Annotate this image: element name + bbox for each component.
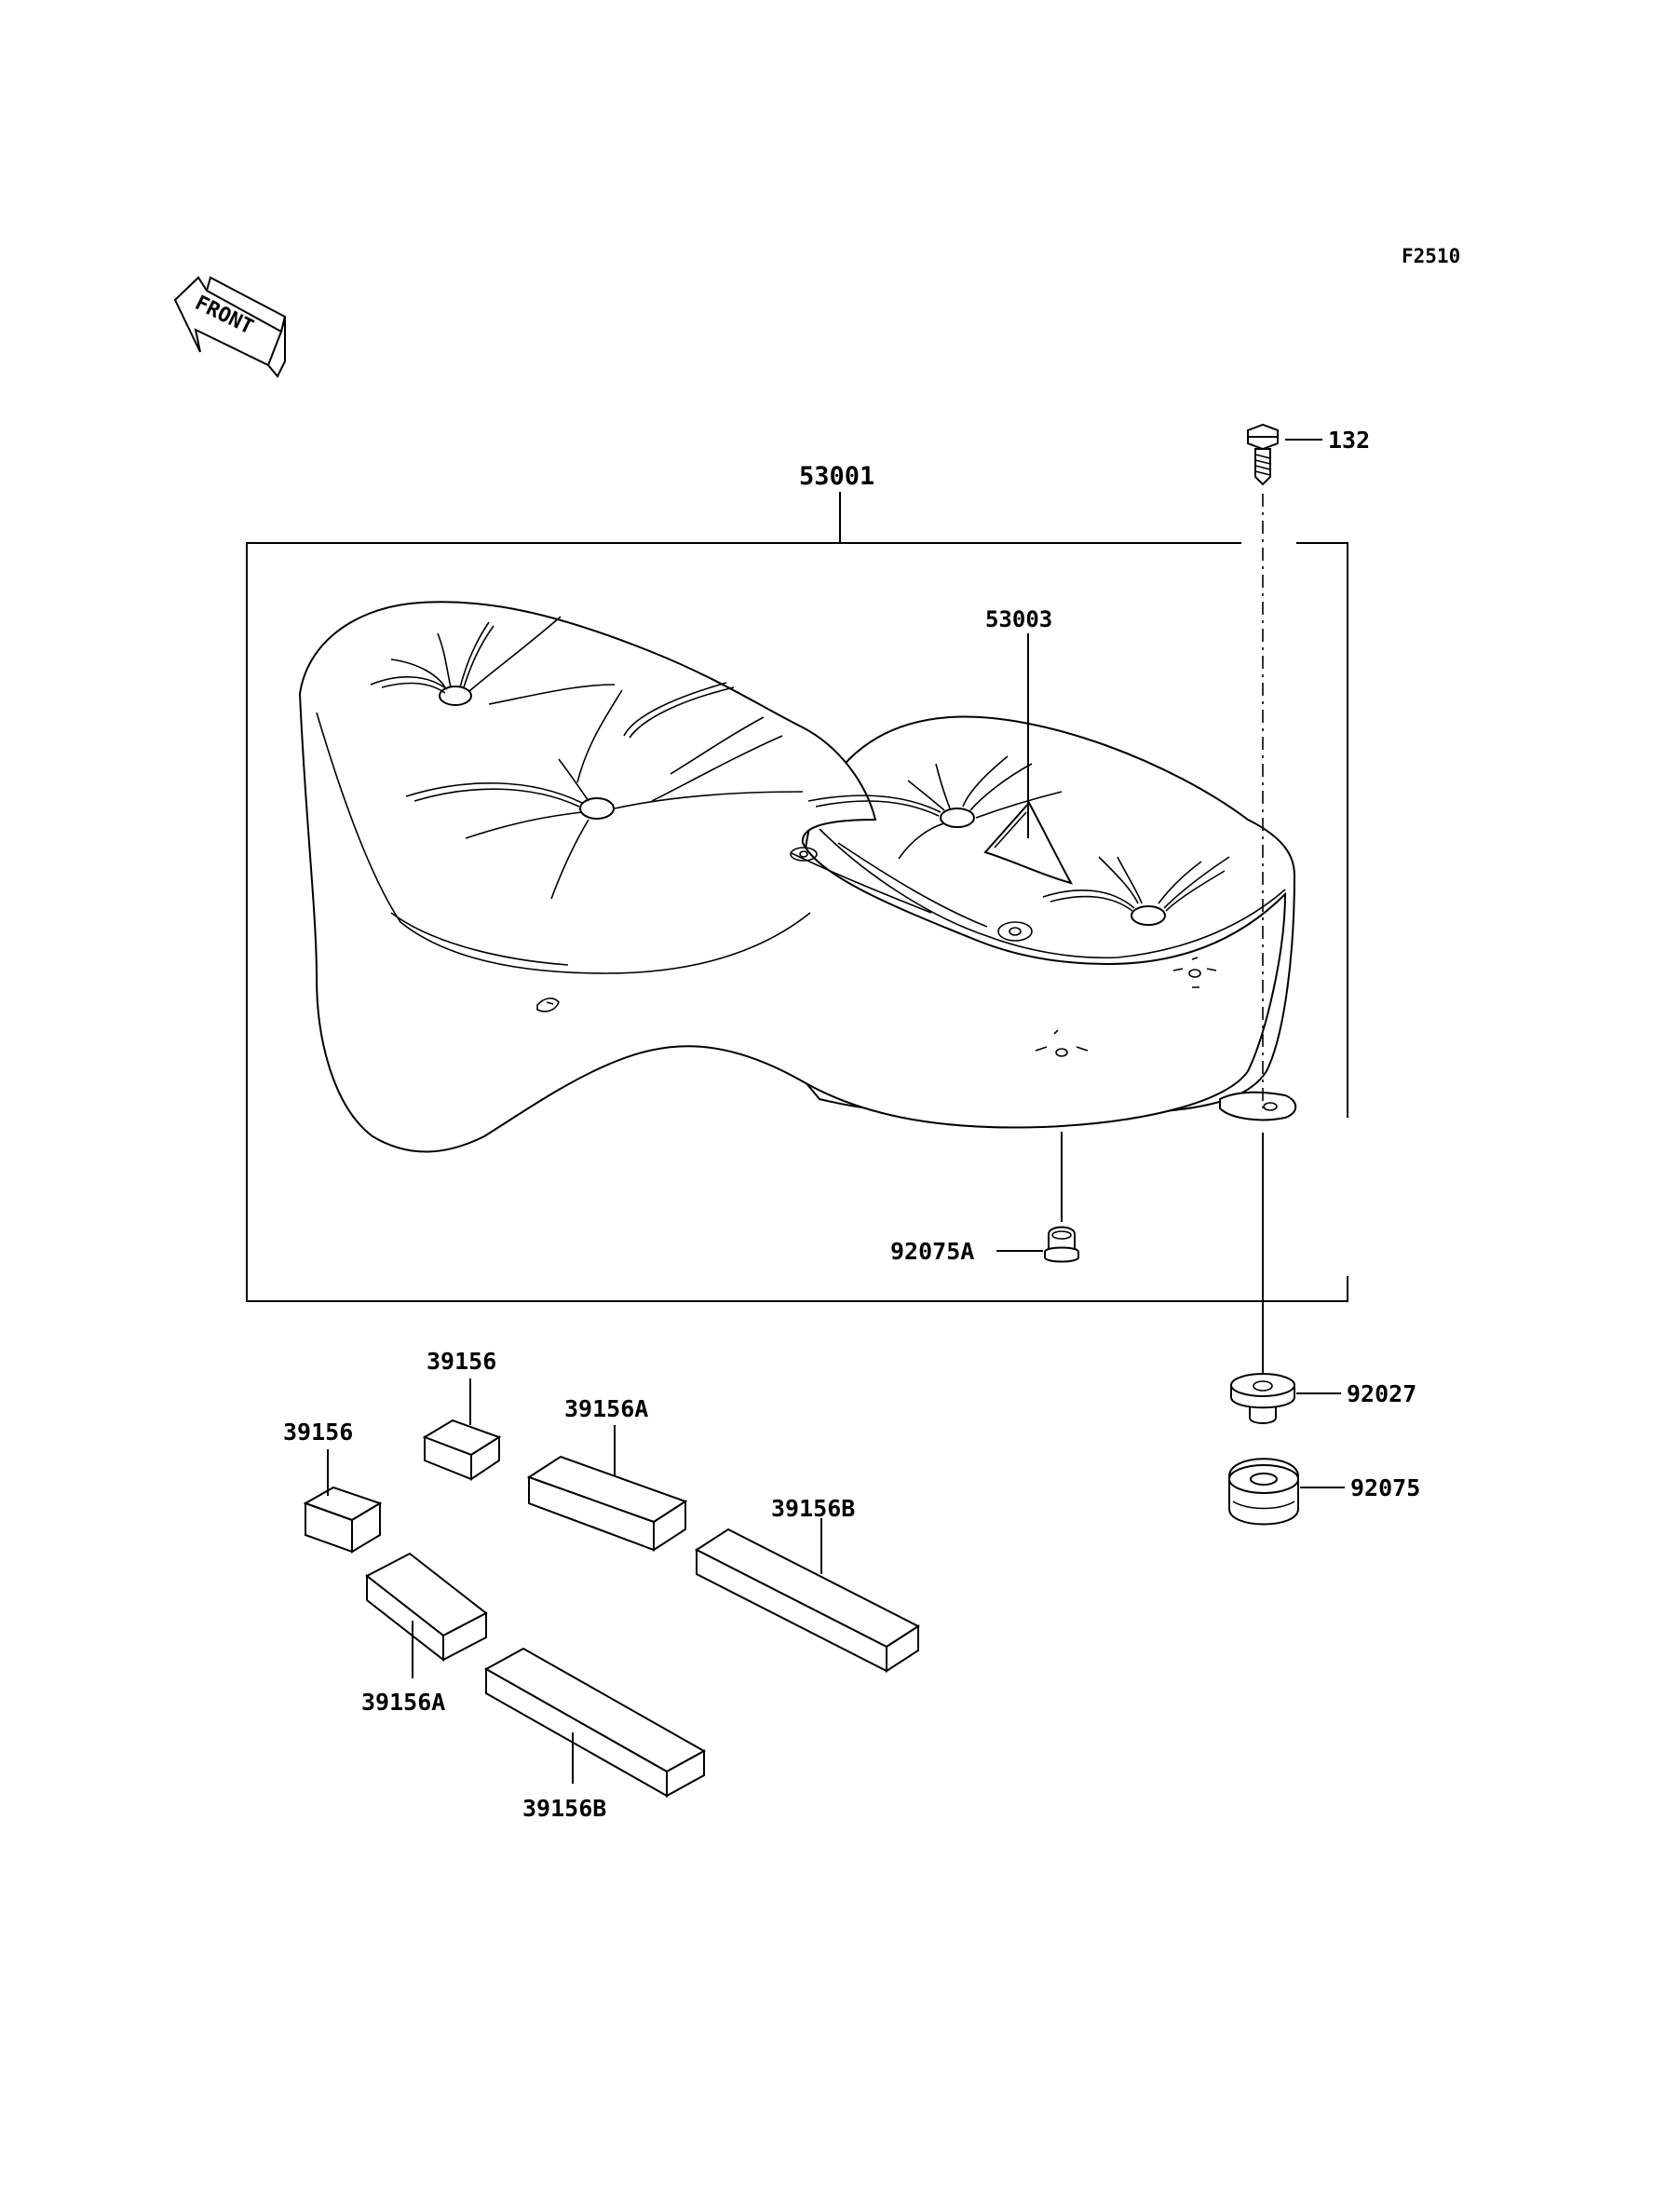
- seat-assembly-frame: [246, 542, 1348, 1302]
- callout-39156-upper: 39156: [427, 1348, 496, 1375]
- callout-39156a-lower: 39156A: [361, 1689, 445, 1716]
- callout-39156a-upper: 39156A: [564, 1395, 648, 1422]
- pad-39156-left: [303, 1486, 383, 1554]
- callout-39156-left: 39156: [283, 1419, 353, 1446]
- callout-53001: 53001: [799, 462, 874, 491]
- callout-92075a: 92075A: [890, 1238, 974, 1265]
- pad-39156a-lower: [365, 1552, 488, 1663]
- pad-39156b-upper: [695, 1528, 920, 1673]
- pad-39156b-lower: [483, 1647, 707, 1798]
- damper-92075a: [1044, 1226, 1079, 1263]
- pad-39156-upper: [422, 1419, 502, 1481]
- collar-92027: [1230, 1373, 1295, 1424]
- front-arrow-icon: FRONT: [173, 276, 287, 378]
- callout-92075: 92075: [1350, 1474, 1420, 1501]
- callout-53003: 53003: [985, 606, 1052, 632]
- pad-39156a-upper: [526, 1455, 688, 1552]
- seat-drawing: [298, 601, 1297, 1153]
- callout-39156b-lower: 39156B: [522, 1795, 606, 1822]
- callout-132: 132: [1328, 427, 1370, 454]
- damper-92075: [1228, 1458, 1299, 1526]
- figure-code: F2510: [1402, 245, 1460, 267]
- callout-92027: 92027: [1347, 1380, 1416, 1407]
- callout-39156b-upper: 39156B: [771, 1495, 855, 1522]
- bolt-132: [1247, 423, 1279, 486]
